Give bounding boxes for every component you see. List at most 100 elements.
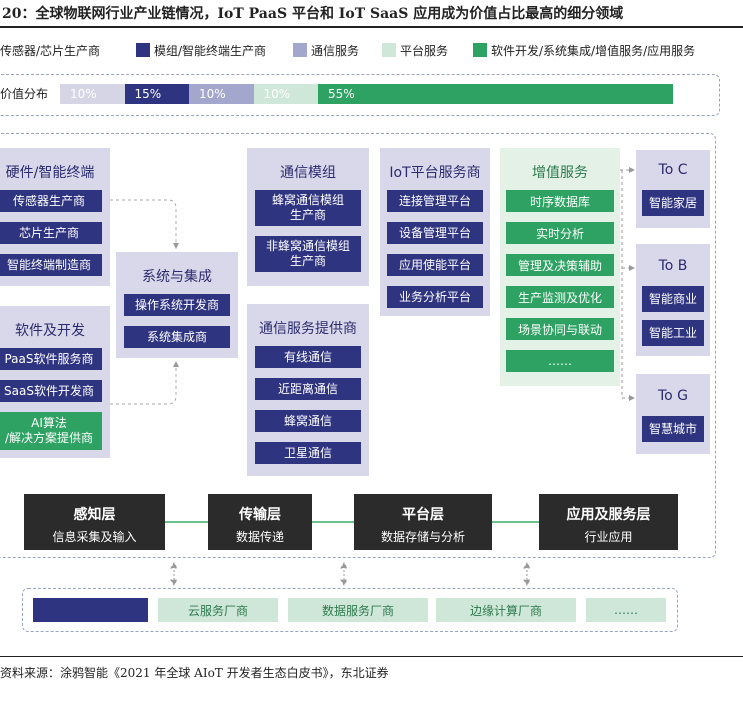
- iot-platform-item: 业务分析平台: [387, 286, 483, 308]
- to-b-panel: To B 智能商业 智能工业: [636, 244, 710, 356]
- legend-label: 软件开发/系统集成/增值服务/应用服务: [491, 43, 696, 58]
- legend-swatch: [382, 43, 396, 57]
- hardware-item: 传感器生产商: [0, 190, 102, 212]
- comm-module-panel: 通信模组 蜂窝通信模组 生产商 非蜂窝通信模组 生产商: [247, 148, 369, 286]
- bottom-link-3-arrow-up: [523, 562, 531, 569]
- comm-service-item: 蜂窝通信: [255, 410, 361, 432]
- connector-hardware-integration: [110, 199, 179, 249]
- bottom-link-1-arrow-down: [170, 579, 178, 586]
- hardware-panel: 硬件/智能终端 传感器生产商 芯片生产商 智能终端制造商: [0, 148, 110, 286]
- layer-subtitle: 数据存储与分析: [380, 530, 465, 544]
- legend-item-5: 软件开发/系统集成/增值服务/应用服务: [473, 40, 695, 60]
- layer-title: 传输层: [239, 507, 281, 523]
- layer-platform: 平台层 数据存储与分析: [354, 494, 492, 550]
- hardware-title: 硬件/智能终端: [5, 165, 95, 181]
- bottom-block-dark: [33, 598, 148, 622]
- legend-label: 模组/智能终端生产商: [154, 43, 267, 58]
- bottom-data-services: 数据服务厂商: [288, 598, 428, 622]
- value-segment-1: 10%: [60, 84, 125, 104]
- comm-service-panel: 通信服务提供商 有线通信 近距离通信 蜂窝通信 卫星通信: [247, 304, 369, 476]
- legend-item-3: 通信服务: [293, 40, 359, 60]
- integration-panel: 系统与集成 操作系统开发商 系统集成商: [116, 252, 238, 358]
- legend-label: 平台服务: [400, 43, 449, 58]
- iot-platform-panel: IoT平台服务商 连接管理平台 设备管理平台 应用使能平台 业务分析平台: [380, 148, 490, 316]
- software-panel: 软件及开发 PaaS软件服务商 SaaS软件开发商 AI算法 /解决方案提供商: [0, 306, 110, 458]
- to-g-title: To G: [657, 388, 689, 404]
- value-segment-2: 15%: [124, 84, 189, 104]
- connector-value-added-government: [621, 170, 635, 401]
- comm-module-item: 蜂窝通信模组 生产商: [255, 190, 361, 226]
- to-c-panel: To C 智能家居: [636, 150, 710, 228]
- legend-label: 通信服务: [311, 43, 360, 58]
- legend-swatch: [293, 43, 307, 57]
- comm-service-item: 有线通信: [255, 346, 361, 368]
- bottom-link-2-arrow-up: [340, 562, 348, 569]
- software-title: 软件及开发: [15, 323, 85, 339]
- integration-item: 系统集成商: [124, 326, 230, 348]
- integration-item: 操作系统开发商: [124, 294, 230, 316]
- legend-item-1: 传感器/芯片生产商: [0, 40, 100, 60]
- bottom-edge-computing: 边缘计算厂商: [436, 598, 576, 622]
- legend-label: 传感器/芯片生产商: [0, 43, 101, 58]
- layer-transport: 传输层 数据传递: [208, 494, 312, 550]
- legend-swatch: [473, 43, 487, 57]
- to-c-title: To C: [658, 162, 688, 178]
- iot-platform-item: 应用使能平台: [387, 254, 483, 276]
- value-added-item: 时序数据库: [506, 190, 614, 212]
- figure-title: 20：全球物联网行业产业链情况，IoT PaaS 平台和 IoT SaaS 应用…: [0, 0, 743, 28]
- value-added-item: ……: [506, 350, 614, 372]
- connector-software-integration: [110, 361, 179, 405]
- bottom-cloud-services: 云服务厂商: [158, 598, 278, 622]
- hardware-item: 智能终端制造商: [0, 254, 102, 276]
- source-divider: [0, 656, 743, 657]
- layer-subtitle: 信息采集及输入: [52, 530, 137, 544]
- to-b-item: 智能工业: [642, 320, 704, 346]
- bottom-more: ……: [586, 598, 666, 622]
- value-distribution-bar: 10% 15% 10% 10% 55%: [60, 84, 705, 104]
- bottom-link-1-arrow-up: [170, 562, 178, 569]
- value-segment-4: 10%: [253, 84, 318, 104]
- value-added-item: 生产监测及优化: [506, 286, 614, 308]
- to-b-item: 智能商业: [642, 286, 704, 312]
- industry-chain-frame: [0, 133, 716, 558]
- value-added-panel: 增值服务 时序数据库 实时分析 管理及决策辅助 生产监测及优化 场景协同与联动 …: [500, 148, 620, 386]
- iot-platform-item: 设备管理平台: [387, 222, 483, 244]
- layer-title: 平台层: [402, 507, 444, 523]
- to-c-item: 智能家居: [642, 190, 704, 216]
- layer-title: 应用及服务层: [566, 507, 651, 523]
- comm-service-item: 卫星通信: [255, 442, 361, 464]
- layer-application: 应用及服务层 行业应用: [539, 494, 678, 550]
- layer-subtitle: 行业应用: [584, 530, 633, 544]
- bottom-link-2-arrow-down: [340, 579, 348, 586]
- comm-module-title: 通信模组: [280, 165, 336, 181]
- value-segment-3: 10%: [189, 84, 254, 104]
- software-item-ai: AI算法 /解决方案提供商: [0, 412, 102, 450]
- to-b-title: To B: [658, 258, 688, 274]
- integration-title: 系统与集成: [142, 269, 212, 285]
- value-added-item: 场景协同与联动: [506, 318, 614, 340]
- layer-title: 感知层: [73, 507, 116, 523]
- source-note: 资料来源：涂鸦智能《2021 年全球 AIoT 开发者生态白皮书》，东北证券: [0, 666, 389, 680]
- bottom-link-3-arrow-down: [523, 579, 531, 586]
- value-distribution-label: 价值分布: [0, 87, 49, 101]
- hardware-item: 芯片生产商: [0, 222, 102, 244]
- iot-platform-item: 连接管理平台: [387, 190, 483, 212]
- to-g-panel: To G 智慧城市: [636, 374, 710, 454]
- comm-service-item: 近距离通信: [255, 378, 361, 400]
- iot-platform-title: IoT平台服务商: [389, 165, 481, 181]
- legend-swatch: [136, 43, 150, 57]
- legend-item-4: 平台服务: [382, 40, 448, 60]
- layer-subtitle: 数据传递: [235, 530, 284, 544]
- software-item: PaaS软件服务商: [0, 348, 102, 370]
- software-item: SaaS软件开发商: [0, 380, 102, 402]
- bottom-providers-frame: [22, 588, 678, 632]
- comm-module-item: 非蜂窝通信模组 生产商: [255, 236, 361, 272]
- legend-item-2: 模组/智能终端生产商: [136, 40, 266, 60]
- layer-perception: 感知层 信息采集及输入: [24, 494, 165, 550]
- value-added-item: 实时分析: [506, 222, 614, 244]
- comm-service-title: 通信服务提供商: [259, 321, 357, 337]
- value-distribution-frame: [0, 74, 720, 116]
- to-g-item: 智慧城市: [642, 416, 704, 442]
- value-added-item: 管理及决策辅助: [506, 254, 614, 276]
